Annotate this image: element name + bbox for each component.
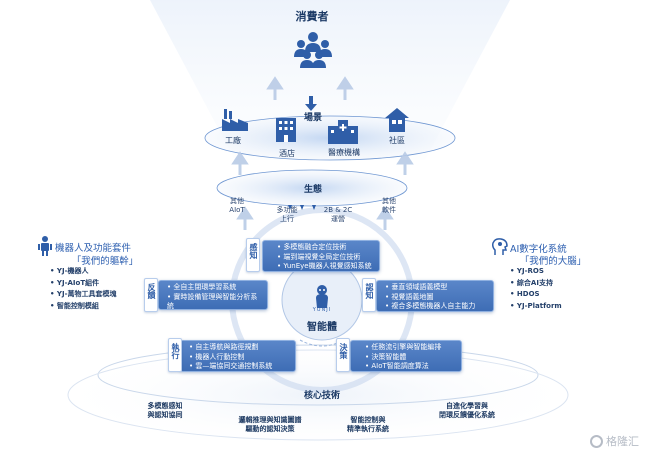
core-item-evolution: 自進化學習與 閉環反饋優化系統 xyxy=(439,402,495,419)
ecosystem-label-other-aiot: 其他 AIoT xyxy=(229,197,245,214)
feedback-tag: 反饋 xyxy=(144,278,158,312)
watermark-text: 格隆汇 xyxy=(606,435,639,448)
hotel-icon xyxy=(276,118,296,142)
decision-tag: 決策 xyxy=(336,338,350,372)
list-item: 實時設備管理與智能分析系統 xyxy=(167,293,263,312)
yunji-logo-text: YUNJI xyxy=(312,307,332,313)
feedback-box: 全自主閉環學習系統 實時設備管理與智能分析系統 xyxy=(158,280,268,310)
list-item: YunEye機器人視覺感知系統 xyxy=(277,262,375,272)
perception-box: 多模態融合定位技術 端到端視覺全局定位技術 YunEye機器人視覺感知系統 xyxy=(262,240,380,272)
list-item: 垂直領域語義模型 xyxy=(385,283,489,293)
ecosystem-title: 生態 xyxy=(303,185,322,195)
list-item: HDOS xyxy=(510,289,620,301)
decision-box: 任務流引擎與智能編排 決策智能體 AIoT智能調度算法 xyxy=(350,340,462,372)
right-panel-title: AI數字化系統 xyxy=(510,244,567,255)
execution-tag: 執行 xyxy=(168,338,182,372)
list-item: 任務流引擎與智能編排 xyxy=(365,343,457,353)
core-item-reasoning: 邏輯推理與知識圖譜 驅動的認知決策 xyxy=(238,416,302,433)
scene-place-hotel: 酒店 xyxy=(279,149,295,158)
list-item: 多模態融合定位技術 xyxy=(277,243,375,253)
left-panel-subtitle: 「我們的軀幹」 xyxy=(71,256,139,267)
ecosystem-label-multifunction: 多功能 上行 xyxy=(276,206,298,223)
scene-place-factory: 工廠 xyxy=(225,136,241,145)
consumer-group-icon xyxy=(294,32,332,68)
watermark: 格隆汇 xyxy=(590,431,656,451)
right-panel-list: YJ-ROS 綜合AI支持 HDOS YJ-Platform xyxy=(510,266,620,312)
list-item: 複合多模態機器人自主能力 xyxy=(385,302,489,312)
list-item: 自主導航與路徑規劃 xyxy=(189,343,291,353)
execution-box: 自主導航與路徑規劃 機器人行動控制 雲—端協同交通控制系統 xyxy=(180,340,296,372)
list-item: YJ-Platform xyxy=(510,301,620,313)
scene-place-community: 社區 xyxy=(389,136,405,145)
list-item: YJ-機器人 xyxy=(50,266,160,278)
factory-icon xyxy=(222,109,248,131)
list-item: YJ-AIoT組件 xyxy=(50,278,160,290)
list-item: 雲—端協同交通控制系統 xyxy=(189,362,291,372)
scene-title: 場景 xyxy=(303,113,322,123)
agent-title: 智能體 xyxy=(307,322,337,333)
cognition-box: 垂直領域語義模型 視覺語義地圖 複合多模態機器人自主能力 xyxy=(376,280,494,312)
list-item: YJ-ROS xyxy=(510,266,620,278)
right-panel-subtitle: 「我們的大腦」 xyxy=(519,256,587,267)
ecosystem-label-other-software: 其他 軟件 xyxy=(382,197,396,214)
house-icon xyxy=(385,108,409,132)
robot-figure-icon xyxy=(38,236,52,256)
yunji-robot-logo-icon xyxy=(316,285,328,308)
list-item: 智能控制模組 xyxy=(50,301,160,313)
core-item-perception: 多模態感知 與認知協同 xyxy=(147,402,183,419)
watermark-logo-icon xyxy=(590,434,603,448)
list-item: 決策智能體 xyxy=(365,353,457,363)
scene-place-hospital: 醫療機構 xyxy=(328,148,360,157)
left-panel-title: 機器人及功能套件 xyxy=(55,243,132,254)
cognition-tag: 認知 xyxy=(362,278,376,312)
core-tech-title: 核心技術 xyxy=(303,391,340,401)
list-item: 視覺語義地圖 xyxy=(385,293,489,303)
list-item: 端到端視覺全局定位技術 xyxy=(277,253,375,263)
list-item: 綜合AI支持 xyxy=(510,278,620,290)
list-item: YJ-萬物工具套模塊 xyxy=(50,289,160,301)
left-panel-list: YJ-機器人 YJ-AIoT組件 YJ-萬物工具套模塊 智能控制模組 xyxy=(50,266,160,312)
core-item-control: 智能控制與 精準執行系統 xyxy=(347,416,389,433)
list-item: AIoT智能調度算法 xyxy=(365,362,457,372)
list-item: 機器人行動控制 xyxy=(189,353,291,363)
consumer-label: 消費者 xyxy=(295,10,329,23)
ecosystem-label-2b2c: 2B & 2C 運營 xyxy=(323,206,353,223)
list-item: 全自主閉環學習系統 xyxy=(167,283,263,293)
hospital-icon xyxy=(328,120,358,144)
brain-head-icon xyxy=(492,238,508,255)
perception-tag: 感知 xyxy=(246,238,260,272)
